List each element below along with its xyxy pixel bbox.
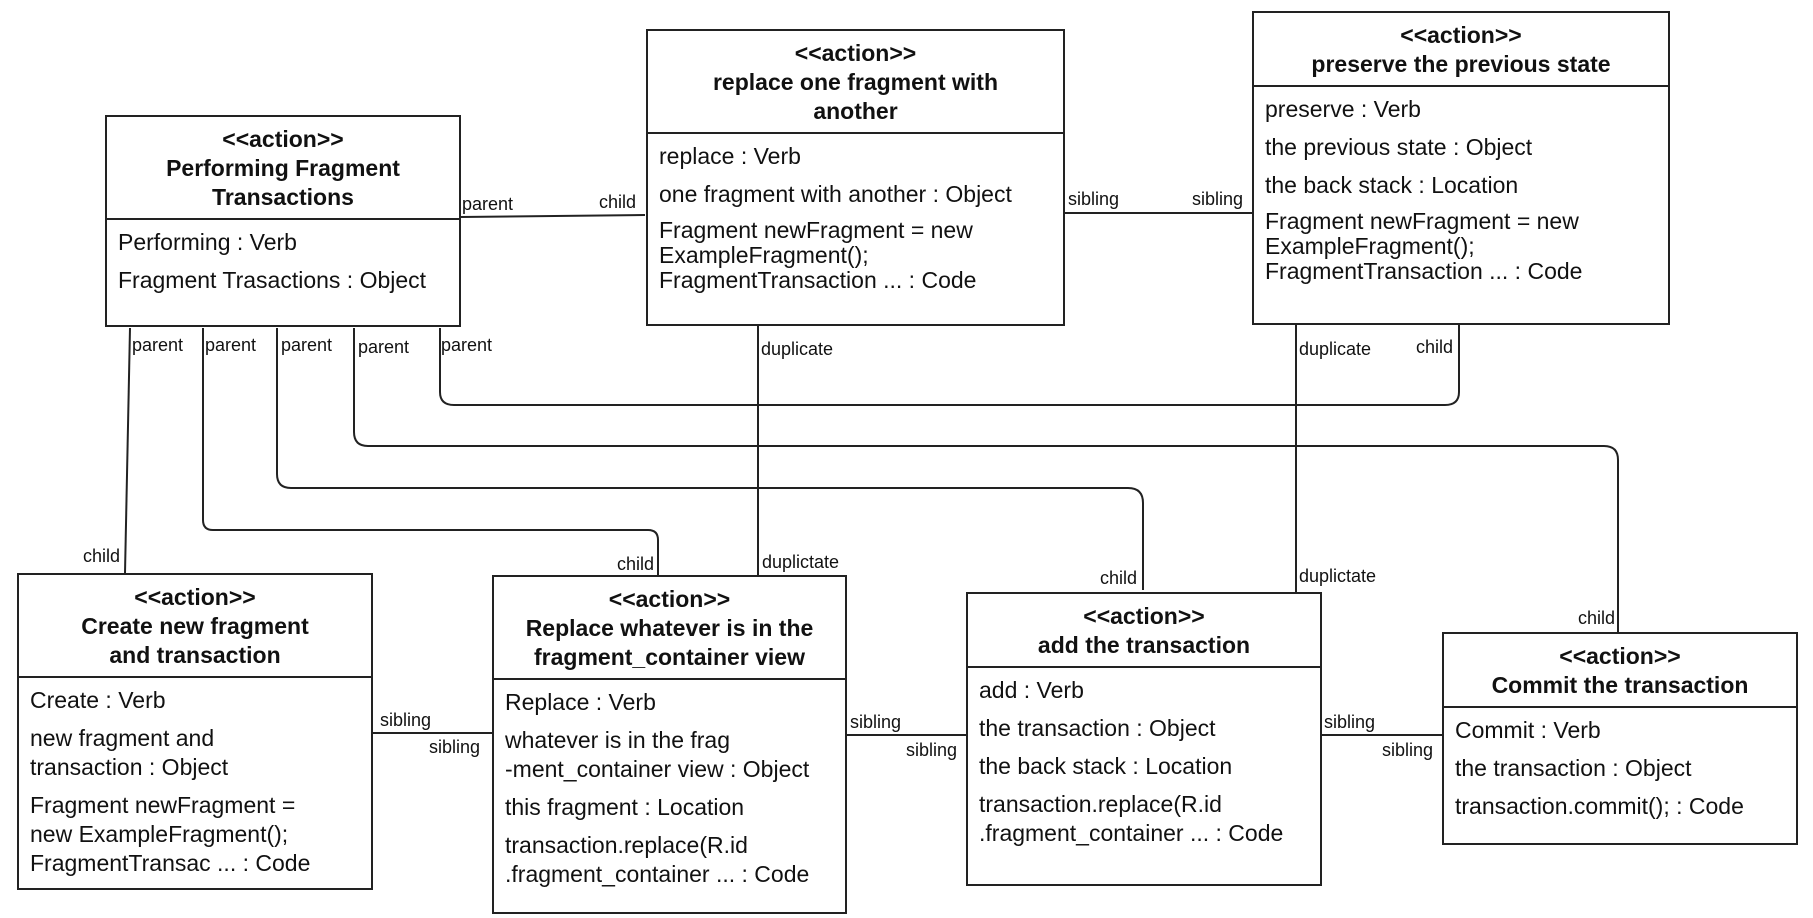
box-header: <<action>> preserve the previous state — [1254, 13, 1668, 87]
box-header: <<action>> Create new fragment and trans… — [19, 575, 371, 678]
box-header: <<action>> replace one fragment with ano… — [648, 31, 1063, 134]
connector-performing-commit — [353, 328, 1619, 632]
attribute-verb: add : Verb — [979, 677, 1084, 703]
attribute-verb: Commit : Verb — [1455, 717, 1601, 743]
edge-label-sibling: sibling — [850, 712, 902, 732]
edge-label-parent: parent — [358, 337, 410, 357]
attribute-object: whatever is in the frag -ment_container … — [505, 727, 810, 782]
connector-performing-replace-one — [459, 214, 646, 218]
edge-label-parent: parent — [441, 335, 493, 355]
edge-label-sibling: sibling — [906, 740, 958, 760]
edge-label-duplicate: duplicate — [761, 339, 834, 359]
stereotype-label: <<action>> — [222, 126, 344, 152]
edge-label-duplictate: duplictate — [1299, 566, 1377, 586]
attribute-code: transaction.commit(); : Code — [1455, 793, 1744, 819]
edge-label-child: child — [1416, 337, 1454, 357]
box-attributes: Commit : Verb the transaction : Object t… — [1444, 708, 1796, 821]
attribute-object: new fragment and transaction : Object — [30, 725, 229, 780]
stereotype-label: <<action>> — [608, 586, 731, 612]
attribute-location: the back stack : Location — [1265, 172, 1519, 198]
box-attributes: add : Verb the transaction : Object the … — [968, 668, 1320, 848]
action-box-create[interactable]: <<action>> Create new fragment and trans… — [17, 573, 373, 890]
box-header: <<action>> Replace whatever is in the fr… — [494, 577, 845, 680]
attribute-verb: Performing : Verb — [118, 229, 297, 255]
attribute-code: Fragment newFragment = new ExampleFragme… — [30, 792, 311, 876]
edge-label-sibling: sibling — [1068, 189, 1120, 209]
attribute-verb: Create : Verb — [30, 687, 166, 713]
attribute-object: the previous state : Object — [1265, 134, 1533, 160]
edge-label-duplicate: duplicate — [1299, 339, 1372, 359]
edge-label-sibling: sibling — [1382, 740, 1434, 760]
edge-label-sibling: sibling — [1192, 189, 1244, 209]
box-attributes: Replace : Verb whatever is in the frag -… — [494, 680, 845, 889]
edge-label-child: child — [617, 554, 655, 574]
connector-performing-replace-whatever — [202, 328, 659, 575]
box-title: preserve the previous state — [1311, 51, 1611, 77]
attribute-verb: Replace : Verb — [505, 689, 656, 715]
connector-performing-preserve — [439, 325, 1460, 406]
box-attributes: preserve : Verb the previous state : Obj… — [1254, 87, 1668, 284]
attribute-code: Fragment newFragment = new ExampleFragme… — [659, 217, 977, 293]
attribute-location: the back stack : Location — [979, 753, 1233, 779]
edge-label-parent: parent — [281, 335, 333, 355]
stereotype-label: <<action>> — [1083, 603, 1205, 629]
box-title: add the transaction — [1037, 632, 1251, 658]
edge-label-child: child — [1578, 608, 1616, 628]
edge-label-sibling: sibling — [429, 737, 481, 757]
attribute-object: the transaction : Object — [1455, 755, 1692, 781]
connector-performing-create — [124, 327, 131, 574]
edge-label-sibling: sibling — [1324, 712, 1376, 732]
action-box-replace-one[interactable]: <<action>> replace one fragment with ano… — [646, 29, 1065, 326]
stereotype-label: <<action>> — [1400, 22, 1522, 48]
attribute-verb: preserve : Verb — [1265, 96, 1421, 122]
action-box-preserve[interactable]: <<action>> preserve the previous state p… — [1252, 11, 1670, 325]
box-header: <<action>> Performing Fragment Transacti… — [107, 117, 459, 220]
edge-label-child: child — [1100, 568, 1138, 588]
box-title: Performing Fragment Transactions — [166, 155, 400, 210]
attribute-code: transaction.replace(R.id .fragment_conta… — [979, 791, 1284, 846]
attribute-object: the transaction : Object — [979, 715, 1216, 741]
stereotype-label: <<action>> — [1559, 643, 1681, 669]
action-box-commit[interactable]: <<action>> Commit the transaction Commit… — [1442, 632, 1798, 845]
connector-performing-add — [276, 328, 1144, 590]
box-header: <<action>> Commit the transaction — [1444, 634, 1796, 708]
box-title: replace one fragment with another — [712, 69, 998, 124]
attribute-location: this fragment : Location — [505, 794, 745, 820]
box-header: <<action>> add the transaction — [968, 594, 1320, 668]
attribute-verb: replace : Verb — [659, 143, 801, 169]
box-title: Replace whatever is in the fragment_cont… — [525, 615, 814, 670]
box-attributes: replace : Verb one fragment with another… — [648, 134, 1063, 293]
edge-label-parent: parent — [462, 194, 514, 214]
box-attributes: Create : Verb new fragment and transacti… — [19, 678, 371, 878]
edge-label-child: child — [599, 192, 637, 212]
stereotype-label: <<action>> — [134, 584, 256, 610]
attribute-code: transaction.replace(R.id .fragment_conta… — [505, 832, 810, 887]
edge-label-sibling: sibling — [380, 710, 432, 730]
attribute-object: Fragment Trasactions : Object — [118, 267, 427, 293]
edge-label-parent: parent — [132, 335, 184, 355]
edge-label-duplictate: duplictate — [762, 552, 840, 572]
attribute-object: one fragment with another : Object — [659, 181, 1012, 207]
box-attributes: Performing : Verb Fragment Trasactions :… — [107, 220, 459, 295]
edge-label-child: child — [83, 546, 121, 566]
box-title: Commit the transaction — [1491, 672, 1749, 698]
action-box-add[interactable]: <<action>> add the transaction add : Ver… — [966, 592, 1322, 886]
stereotype-label: <<action>> — [794, 40, 917, 66]
attribute-code: Fragment newFragment = new ExampleFragme… — [1265, 208, 1583, 284]
edge-label-parent: parent — [205, 335, 257, 355]
box-title: Create new fragment and transaction — [81, 613, 309, 668]
action-box-performing[interactable]: <<action>> Performing Fragment Transacti… — [105, 115, 461, 327]
action-box-replace-whatever[interactable]: <<action>> Replace whatever is in the fr… — [492, 575, 847, 914]
